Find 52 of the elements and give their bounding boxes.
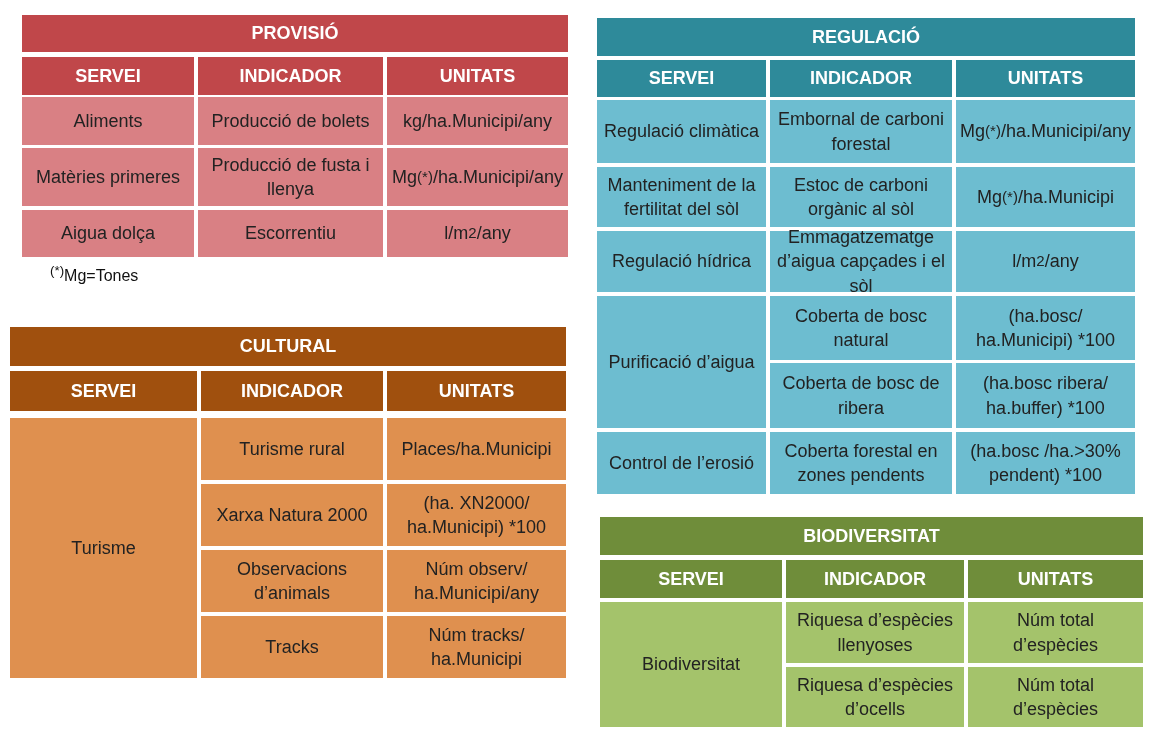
table-cell: Escorrentiu [198,210,383,257]
table-cell: (ha. XN2000/ ha.Municipi) *100 [387,484,566,546]
table-cell: Riquesa d’espècies llenyoses [786,602,964,663]
table-cell: Coberta de bosc de ribera [770,363,952,428]
table-cell: Xarxa Natura 2000 [201,484,383,546]
footnote: $^{(*)}$Mg=Tones [50,263,139,286]
column-header: INDICADOR [201,371,383,411]
column-header: INDICADOR [198,57,383,95]
column-header: SERVEI [10,371,197,411]
table-cell: Places/ha.Municipi [387,418,566,480]
table-cell: Coberta forestal en zones pendents [770,432,952,494]
column-header: SERVEI [22,57,194,95]
column-header: UNITATS [968,560,1143,598]
column-header: INDICADOR [770,60,952,97]
table-cell: Turisme [10,418,197,678]
table-title: BIODIVERSITAT [600,517,1143,555]
table-cell: Observacions d’animals [201,550,383,612]
column-header: SERVEI [600,560,782,598]
table-cell: Turisme rural [201,418,383,480]
table-cell: Producció de bolets [198,97,383,145]
table-title: PROVISIÓ [22,15,568,52]
table-cell: Regulació climàtica [597,100,766,163]
column-header: INDICADOR [786,560,964,598]
table-title: CULTURAL [10,327,566,366]
table-cell: Aigua dolça [22,210,194,257]
table-cell: Coberta de bosc natural [770,296,952,360]
table-cell: Biodiversitat [600,602,782,727]
column-header: SERVEI [597,60,766,97]
table-cell: Manteniment de la fertilitat del sòl [597,167,766,227]
table-cell: kg/ha.Municipi/any [387,97,568,145]
table-title: REGULACIÓ [597,18,1135,56]
table-cell: Tracks [201,616,383,678]
table-cell: Embornal de carboni forestal [770,100,952,163]
table-cell: Núm total d’espècies [968,667,1143,727]
column-header: UNITATS [956,60,1135,97]
table-cell: (ha.bosc /ha.>30% pendent) *100 [956,432,1135,494]
table-cell: Producció de fusta i llenya [198,148,383,206]
column-header: UNITATS [387,371,566,411]
table-cell: Purificació d’aigua [597,296,766,428]
table-cell: Estoc de carboni orgànic al sòl [770,167,952,227]
column-header: UNITATS [387,57,568,95]
table-cell: (ha.bosc ribera/ ha.buffer) *100 [956,363,1135,428]
table-cell: Núm observ/ ha.Municipi/any [387,550,566,612]
table-cell: Control de l’erosió [597,432,766,494]
table-cell: (ha.bosc/ ha.Municipi) *100 [956,296,1135,360]
table-cell: Regulació hídrica [597,231,766,292]
table-cell: Núm total d’espècies [968,602,1143,663]
table-cell: Matèries primeres [22,148,194,206]
table-cell: Aliments [22,97,194,145]
table-cell: Emmagatzematge d’aigua capçades i el sòl [770,231,952,292]
table-cell: Riquesa d’espècies d’ocells [786,667,964,727]
table-cell: Núm tracks/ ha.Municipi [387,616,566,678]
